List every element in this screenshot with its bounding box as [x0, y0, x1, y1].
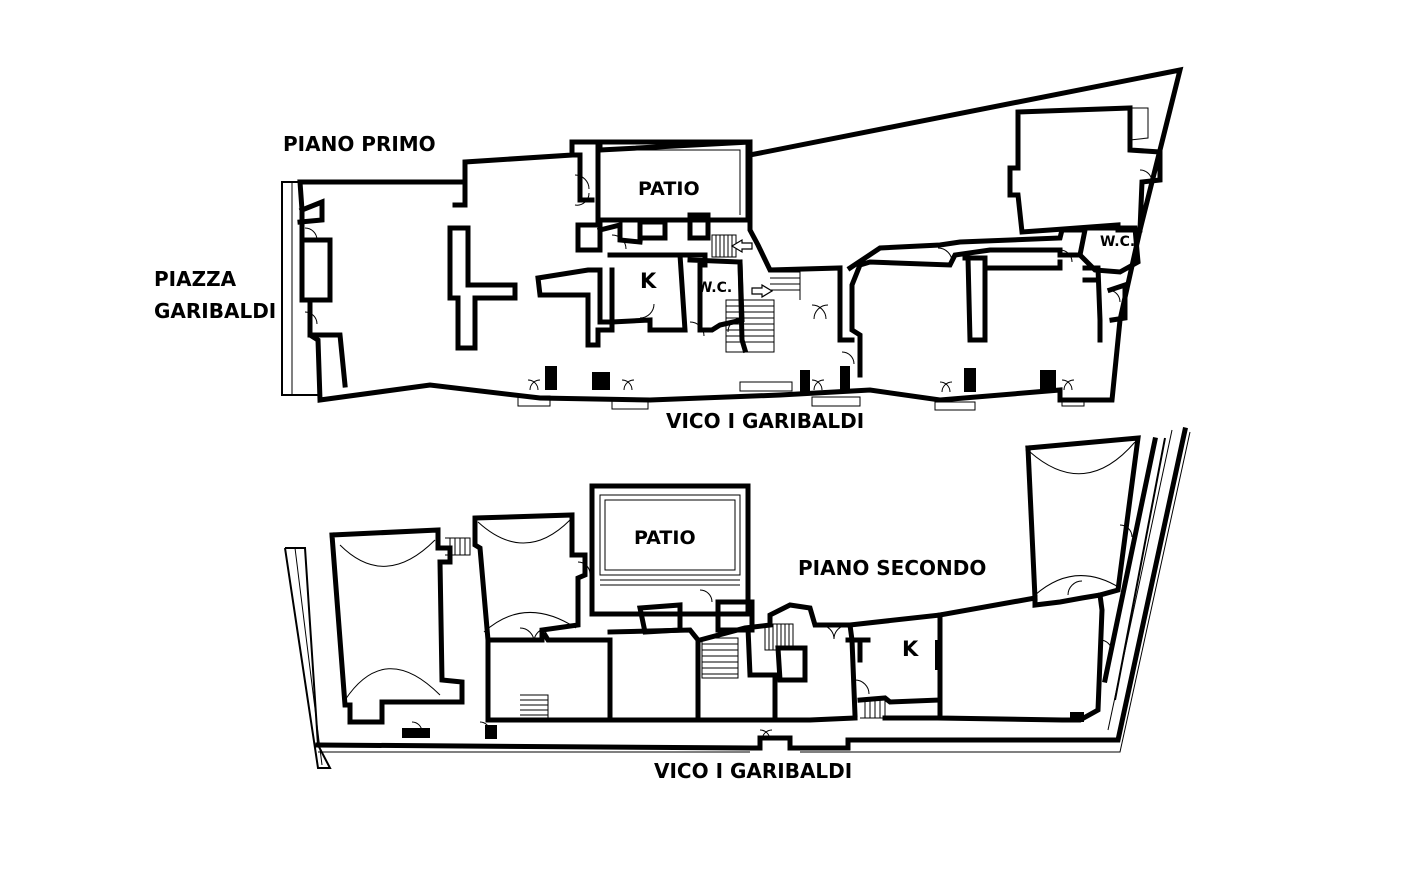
- first-floor-wc-center-label: W.C.: [697, 280, 732, 296]
- second-floor-central-stair: [696, 602, 886, 723]
- first-floor-outer-wall: [297, 66, 1184, 403]
- second-floor-middle-rooms: [485, 631, 613, 723]
- second-floor-vaulted-room-2: [472, 512, 588, 643]
- first-floor-plan: [281, 66, 1184, 411]
- second-floor-patio: [589, 483, 751, 617]
- piazza-label-line1: PIAZZA: [154, 267, 237, 291]
- second-floor-plan: [284, 427, 1191, 769]
- first-floor-patio-label: PATIO: [638, 178, 700, 200]
- second-floor-kitchen-label: K: [902, 637, 919, 661]
- first-floor-facade-projection: [281, 181, 318, 396]
- first-floor-doors: [304, 169, 1153, 393]
- piano-primo-label: PIANO PRIMO: [283, 132, 436, 156]
- first-floor-wc-right-label: W.C.: [1100, 234, 1135, 250]
- second-floor-doors: [411, 524, 1133, 741]
- second-floor-small-stair: [445, 537, 471, 556]
- first-floor-right-wc: [1076, 225, 1141, 275]
- second-floor-street-wall: [315, 427, 1188, 751]
- vico-label-second-floor: VICO I GARIBALDI: [654, 759, 852, 783]
- first-floor-balconies: [517, 381, 1085, 411]
- second-floor-left-vaulted-room: [329, 527, 465, 725]
- second-floor-left-facade: [284, 547, 332, 769]
- second-floor-kitchen-room: [847, 612, 943, 705]
- vico-label-first-floor: VICO I GARIBALDI: [666, 409, 864, 433]
- first-floor-left-hall-wall: [297, 198, 325, 225]
- first-floor-middle-rooms: [535, 267, 615, 348]
- first-floor-kitchen-label: K: [640, 269, 657, 293]
- piazza-label-line2: GARIBALDI: [154, 299, 276, 323]
- piano-secondo-label: PIANO SECONDO: [798, 556, 986, 580]
- first-floor-facade-piers: [545, 366, 1056, 392]
- second-floor-right-room: [937, 592, 1105, 723]
- second-floor-piers: [402, 640, 1084, 739]
- stair-arrow-right-icon: [751, 283, 774, 299]
- second-floor-right-vaulted-room: [1025, 435, 1141, 599]
- first-floor-t-pier: [447, 225, 518, 351]
- second-floor-patio-label: PATIO: [634, 527, 696, 549]
- first-floor-upper-right-room: [1007, 105, 1163, 235]
- stair-arrow-left-icon: [730, 238, 753, 254]
